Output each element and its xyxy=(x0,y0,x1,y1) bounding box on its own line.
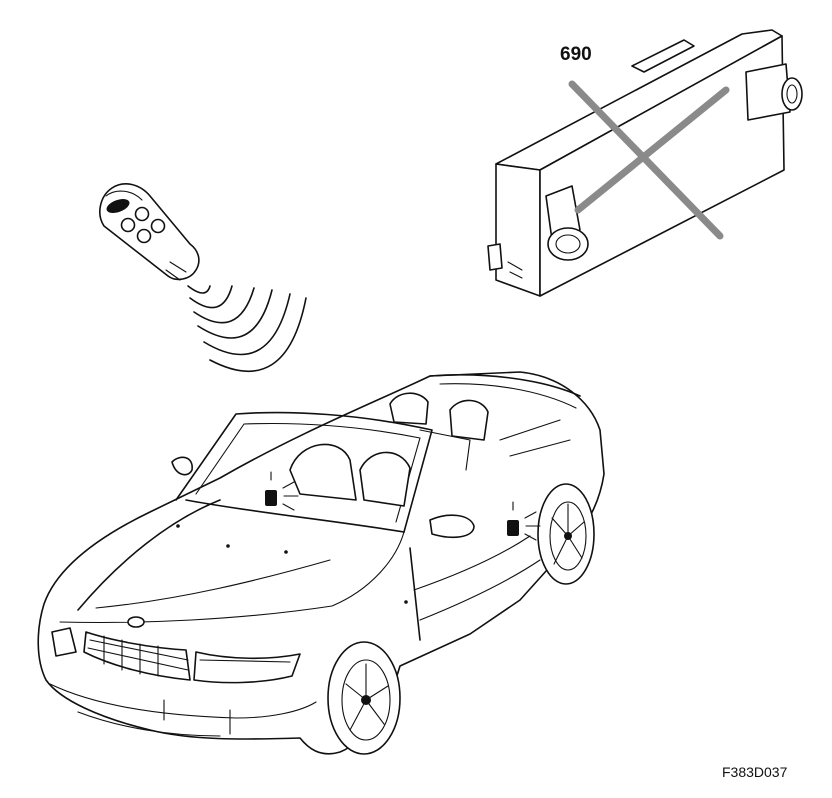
convertible-car-icon xyxy=(37,371,605,755)
radio-waves-icon xyxy=(187,285,307,372)
indicator-lamp-icon xyxy=(265,471,541,541)
figure-reference: F383D037 xyxy=(722,764,788,780)
callout-label: 690 xyxy=(560,44,592,65)
key-fob-icon xyxy=(99,183,200,281)
control-module-icon xyxy=(487,29,803,297)
cross-mark-icon xyxy=(568,80,730,240)
